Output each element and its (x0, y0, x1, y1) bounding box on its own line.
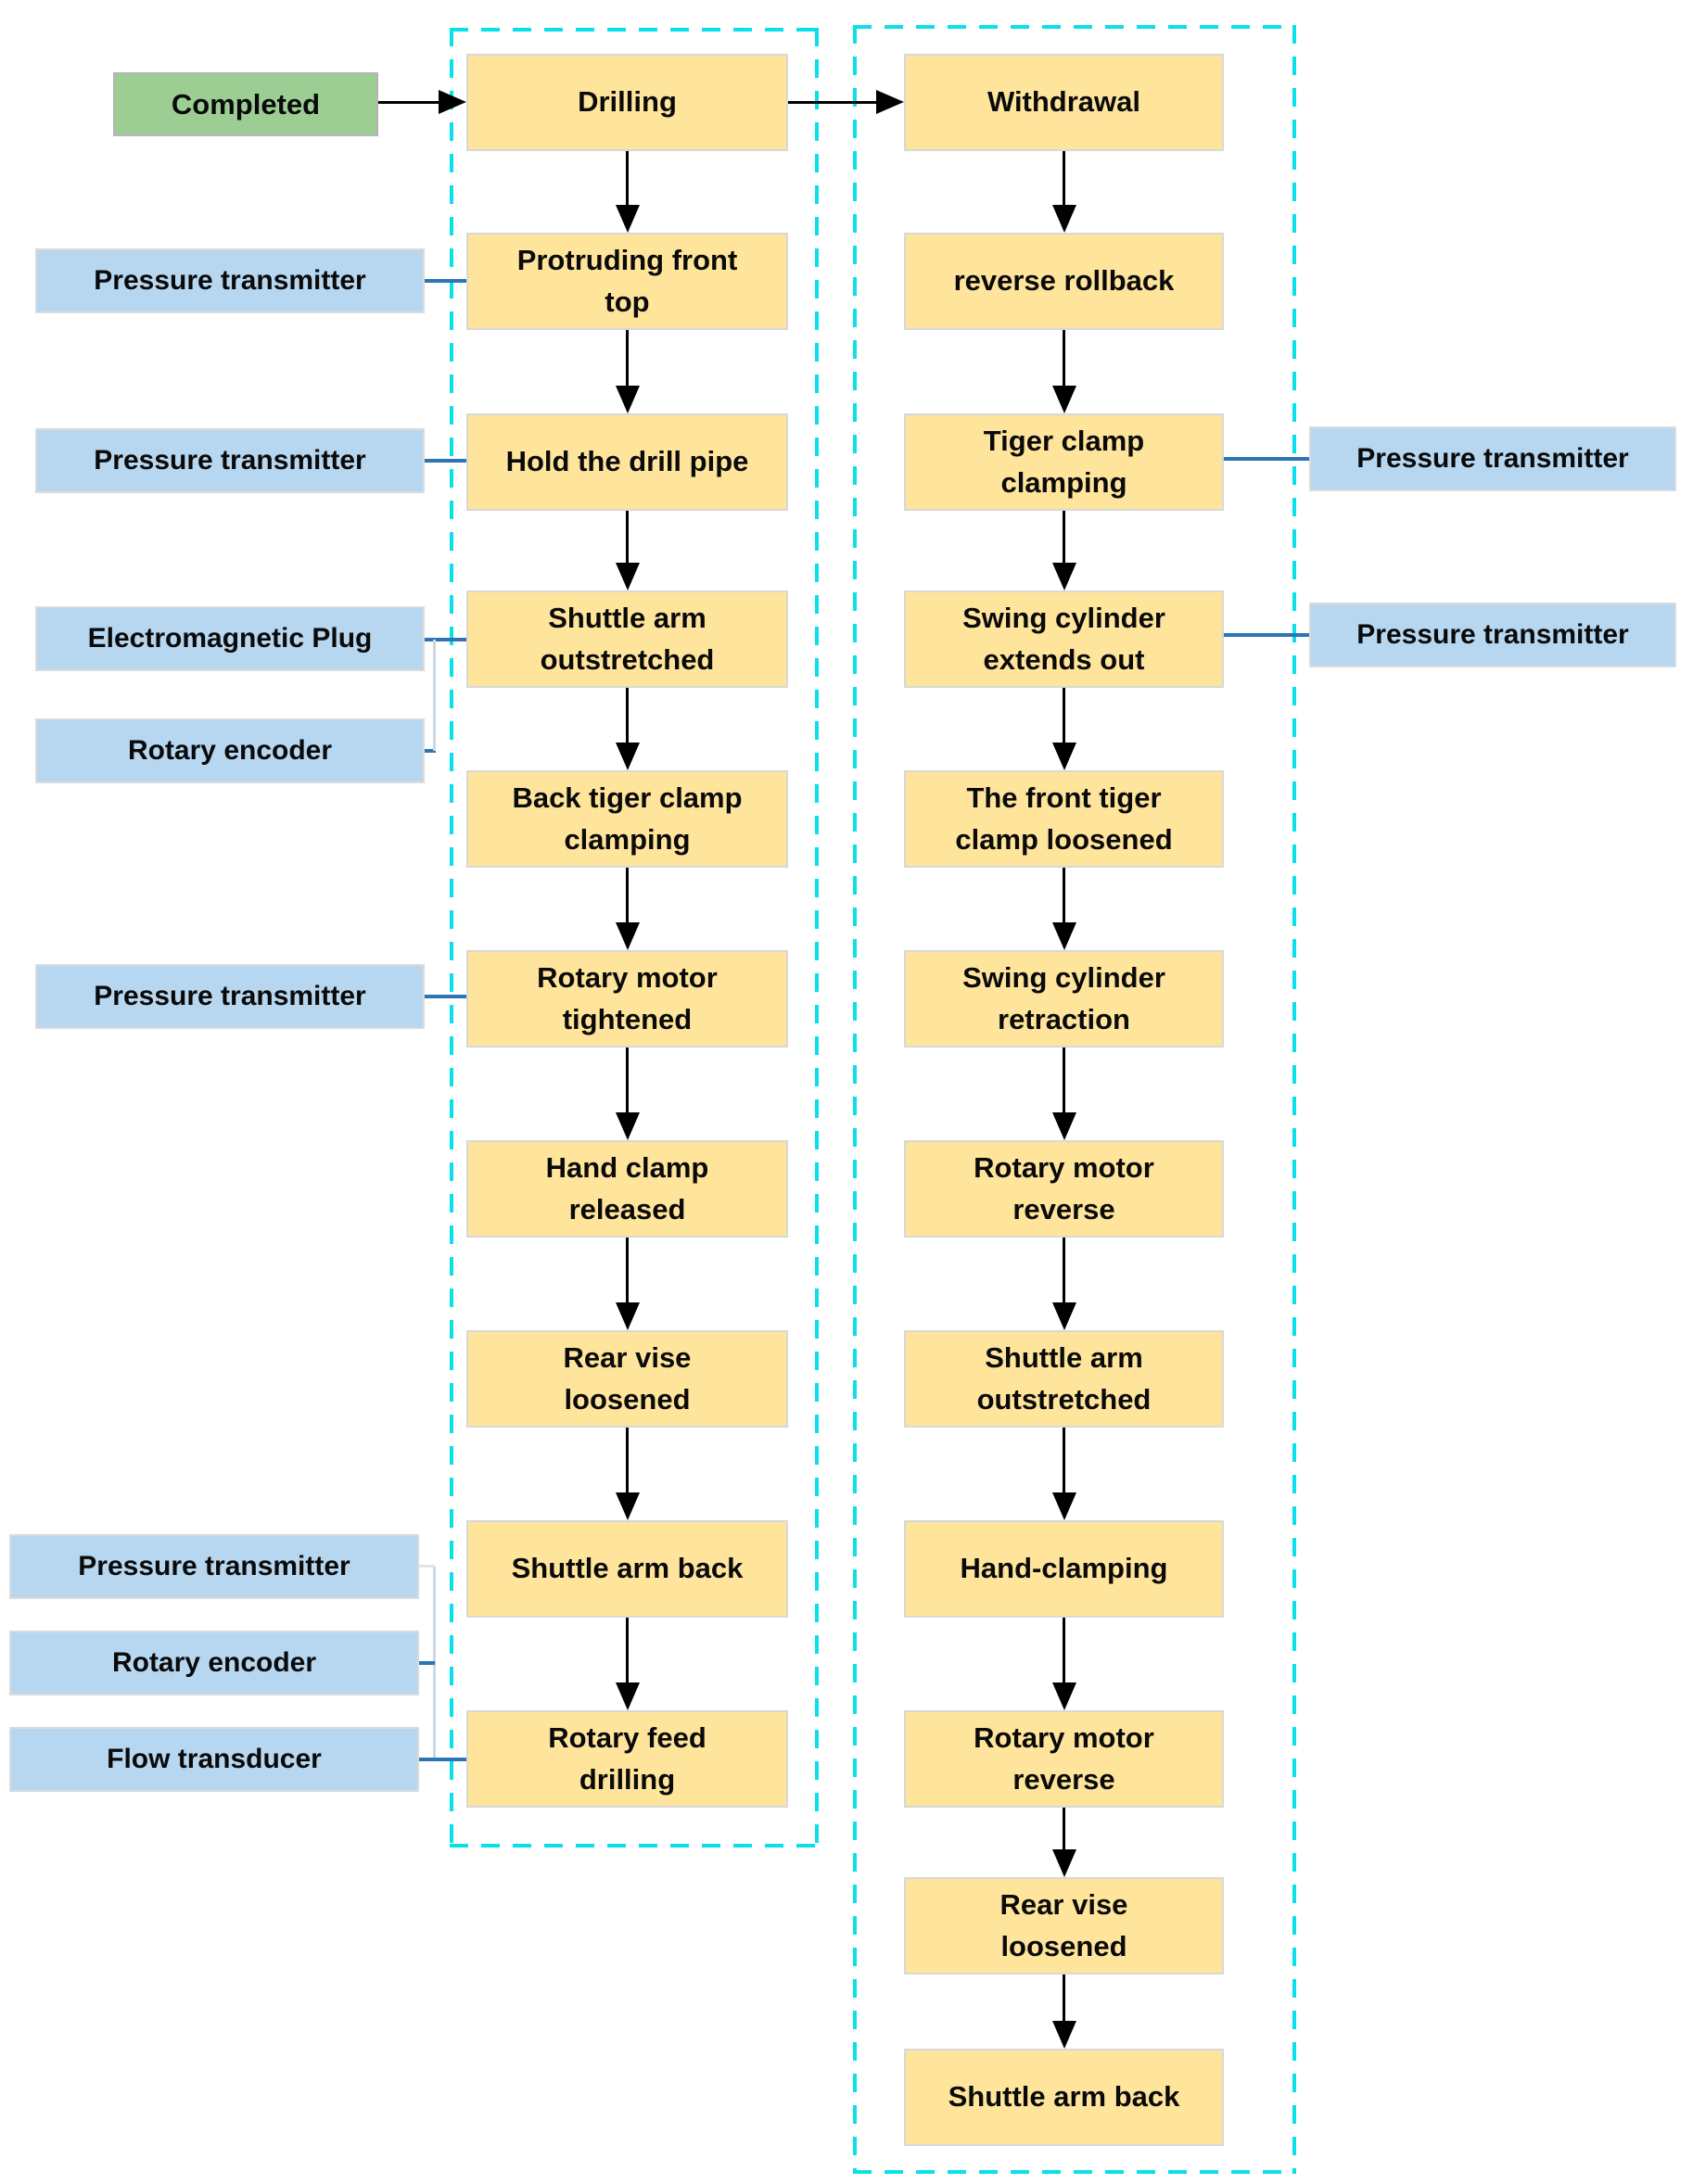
flow-arrow-line (1063, 1428, 1065, 1494)
flow-arrow-line (1063, 511, 1065, 565)
withdrawal-phase-border-top (853, 25, 1296, 29)
flow-arrow-line (626, 1048, 629, 1114)
flow-arrow-line (1063, 1048, 1065, 1114)
flow-arrowhead-icon (1051, 1112, 1076, 1140)
sensor-pressure-transmitter: Pressure transmitter (35, 428, 425, 493)
node-shuttle-arm-outstretched: Shuttle arm outstretched (466, 590, 788, 688)
sensor-pressure-transmitter: Pressure transmitter (1309, 603, 1676, 667)
flow-arrow-line (1063, 330, 1065, 387)
sensor-rotary-encoder: Rotary encoder (9, 1631, 419, 1695)
flow-arrow-line (1063, 151, 1065, 207)
sensor-rotary-encoder: Rotary encoder (35, 718, 425, 783)
sensor-flow-transducer: Flow transducer (9, 1727, 419, 1792)
node-drilling: Drilling (466, 54, 788, 151)
flow-arrowhead-icon (615, 1112, 640, 1140)
drilling-phase-border-right (815, 28, 819, 1848)
flow-arrow-line (626, 688, 629, 744)
sensor-pressure-transmitter: Pressure transmitter (9, 1534, 419, 1599)
node-protruding-front-top: Protruding front top (466, 233, 788, 330)
flow-arrowhead-icon (615, 563, 640, 590)
flow-arrowhead-icon (1051, 563, 1076, 590)
flow-arrowhead-icon (1051, 1492, 1076, 1520)
withdrawal-phase-border-right (1292, 25, 1296, 2174)
flow-arrow-line (626, 1428, 629, 1494)
node-back-tiger-clamp-clamping: Back tiger clamp clamping (466, 770, 788, 868)
drilling-phase-border-top (450, 28, 819, 32)
sensor-connector-line (425, 995, 466, 998)
flow-arrow-line (626, 1238, 629, 1304)
sensor-electromagnetic-plug: Electromagnetic Plug (35, 606, 425, 671)
sensor-connector-line (419, 1758, 466, 1761)
flow-arrowhead-icon (1051, 743, 1076, 770)
flow-arrow-line (626, 151, 629, 207)
flow-arrow-line (626, 511, 629, 565)
sensor-connector-line (425, 279, 466, 283)
node-reverse-rollback: reverse rollback (904, 233, 1224, 330)
flow-arrowhead-icon (1051, 205, 1076, 233)
node-shuttle-arm-back: Shuttle arm back (466, 1520, 788, 1618)
flow-arrow-line (1063, 1618, 1065, 1684)
sensor-connector-line (425, 459, 466, 463)
node-swing-cylinder-retraction: Swing cylinder retraction (904, 950, 1224, 1048)
flow-arrowhead-icon (1051, 386, 1076, 413)
withdrawal-phase-border-bottom (853, 2170, 1296, 2174)
sensor-connector-line (433, 640, 436, 751)
sensor-connector-line (419, 1565, 435, 1568)
flow-arrowhead-icon (615, 1682, 640, 1710)
flow-arrow-line (1063, 688, 1065, 744)
node-rotary-motor-reverse: Rotary motor reverse (904, 1710, 1224, 1808)
flow-arrowhead-icon (615, 743, 640, 770)
flow-arrowhead-icon (615, 1492, 640, 1520)
node-hand-clamping: Hand-clamping (904, 1520, 1224, 1618)
withdrawal-phase-border-left (853, 25, 857, 2174)
drilling-phase-border-bottom (450, 1844, 819, 1848)
node-rotary-motor-tightened: Rotary motor tightened (466, 950, 788, 1048)
flow-arrowhead-icon (615, 386, 640, 413)
flow-arrowhead-icon (615, 205, 640, 233)
flow-arrowhead-icon (439, 90, 466, 114)
flow-arrow-line (626, 868, 629, 924)
node-withdrawal: Withdrawal (904, 54, 1224, 151)
node-rear-vise-loosened: Rear vise loosened (904, 1877, 1224, 1974)
node-shuttle-arm-back: Shuttle arm back (904, 2049, 1224, 2146)
node-hold-the-drill-pipe: Hold the drill pipe (466, 413, 788, 511)
flow-arrowhead-icon (876, 90, 904, 114)
sensor-connector-line (425, 638, 466, 641)
flow-arrowhead-icon (1051, 1682, 1076, 1710)
drilling-phase-border-left (450, 28, 453, 1848)
flow-arrow-line (1063, 868, 1065, 924)
sensor-pressure-transmitter: Pressure transmitter (1309, 426, 1676, 491)
flow-arrowhead-icon (1051, 1849, 1076, 1877)
node-rotary-motor-reverse: Rotary motor reverse (904, 1140, 1224, 1238)
flow-arrow-line (1063, 1974, 1065, 2023)
start-node-completed: Completed (113, 72, 378, 136)
node-swing-cylinder-extends-out: Swing cylinder extends out (904, 590, 1224, 688)
node-hand-clamp-released: Hand clamp released (466, 1140, 788, 1238)
flow-arrowhead-icon (1051, 1302, 1076, 1330)
flow-arrowhead-icon (615, 922, 640, 950)
node-tiger-clamp-clamping: Tiger clamp clamping (904, 413, 1224, 511)
node-shuttle-arm-outstretched: Shuttle arm outstretched (904, 1330, 1224, 1428)
flow-arrow-line (378, 101, 440, 104)
sensor-connector-line (425, 749, 436, 753)
flow-arrow-line (626, 330, 629, 387)
flow-arrowhead-icon (1051, 2021, 1076, 2049)
sensor-connector-line (1222, 633, 1309, 637)
sensor-connector-line (1222, 457, 1309, 461)
flow-arrow-line (1063, 1808, 1065, 1851)
node-rear-vise-loosened: Rear vise loosened (466, 1330, 788, 1428)
sensor-connector-line (419, 1661, 435, 1665)
sensor-pressure-transmitter: Pressure transmitter (35, 248, 425, 313)
node-rotary-feed-drilling: Rotary feed drilling (466, 1710, 788, 1808)
sensor-pressure-transmitter: Pressure transmitter (35, 964, 425, 1029)
flow-arrowhead-icon (1051, 922, 1076, 950)
flow-arrow-line (626, 1618, 629, 1684)
flow-arrowhead-icon (615, 1302, 640, 1330)
flow-arrow-line (788, 101, 878, 104)
node-the-front-tiger-clamp-loosened: The front tiger clamp loosened (904, 770, 1224, 868)
flow-arrow-line (1063, 1238, 1065, 1304)
